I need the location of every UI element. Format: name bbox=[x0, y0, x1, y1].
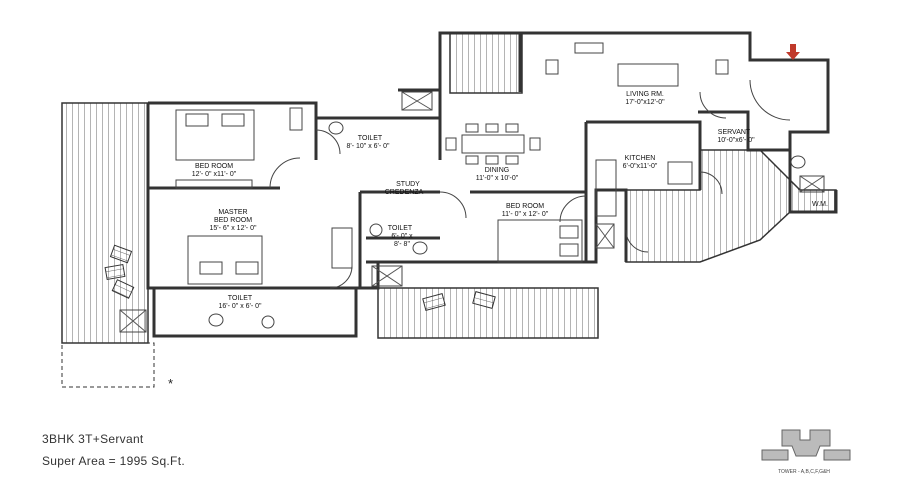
toilet-mid-size-2: 8'- 8" bbox=[394, 241, 410, 248]
master-name-2: BED ROOM bbox=[214, 217, 252, 224]
bedroom2-size: 11'- 0" x 12'- 0" bbox=[502, 211, 549, 218]
servant-room-name: SERVANT bbox=[718, 129, 751, 136]
tower-caption: TOWER - A,B,C,F,G&H bbox=[778, 469, 830, 475]
kitchen-size: 6'-0"x11'-0" bbox=[623, 163, 658, 170]
asterisk-mark: * bbox=[168, 376, 173, 391]
toilet-top-size: 8'- 10" x 6'- 0" bbox=[346, 143, 390, 150]
toilet-master-size: 16'- 0" x 6'- 0" bbox=[218, 303, 262, 310]
left-balcony bbox=[61, 102, 155, 388]
toilet-top-name: TOILET bbox=[358, 135, 383, 142]
dining-size: 11'-0" x 10'-0" bbox=[476, 175, 519, 182]
plan-type: 3BHK 3T+Servant bbox=[42, 432, 144, 446]
super-area: Super Area = 1995 Sq.Ft. bbox=[42, 454, 185, 468]
kitchen-name: KITCHEN bbox=[625, 155, 656, 162]
living-room-size: 17'-0"x12'-0" bbox=[625, 99, 665, 106]
walls bbox=[146, 31, 838, 338]
bedroom2-name: BED ROOM bbox=[506, 203, 544, 210]
living-room-name: LIVING RM. bbox=[626, 91, 664, 98]
servant-room-size: 10'-0"x6'- 0" bbox=[717, 137, 755, 144]
toilet-mid-size-1: 6'- 0" x bbox=[391, 233, 413, 240]
study-credenza: CREDENZA bbox=[385, 189, 424, 196]
master-size: 15'- 6" x 12'- 0" bbox=[210, 225, 257, 232]
tower-key-plan-icon: TOWER - A,B,C,F,G&H bbox=[761, 429, 851, 475]
bottom-balcony bbox=[377, 287, 599, 339]
bedroom1-name: BED ROOM bbox=[195, 163, 233, 170]
furniture bbox=[119, 42, 825, 333]
top-balcony bbox=[449, 32, 523, 94]
door-swings bbox=[269, 79, 791, 289]
entry-arrow-icon bbox=[786, 44, 800, 60]
toilet-master-name: TOILET bbox=[228, 295, 253, 302]
dining-name: DINING bbox=[485, 167, 510, 174]
room-labels: LIVING RM. 17'-0"x12'-0" SERVANT 10'-0"x… bbox=[168, 91, 828, 391]
wm-label: W.M. bbox=[812, 201, 828, 208]
toilet-mid-name: TOILET bbox=[388, 225, 413, 232]
master-name-1: MASTER bbox=[218, 209, 247, 216]
service-balcony bbox=[625, 149, 837, 263]
bedroom1-size: 12'- 0" x11'- 0" bbox=[192, 171, 237, 178]
study-name: STUDY bbox=[396, 181, 420, 188]
